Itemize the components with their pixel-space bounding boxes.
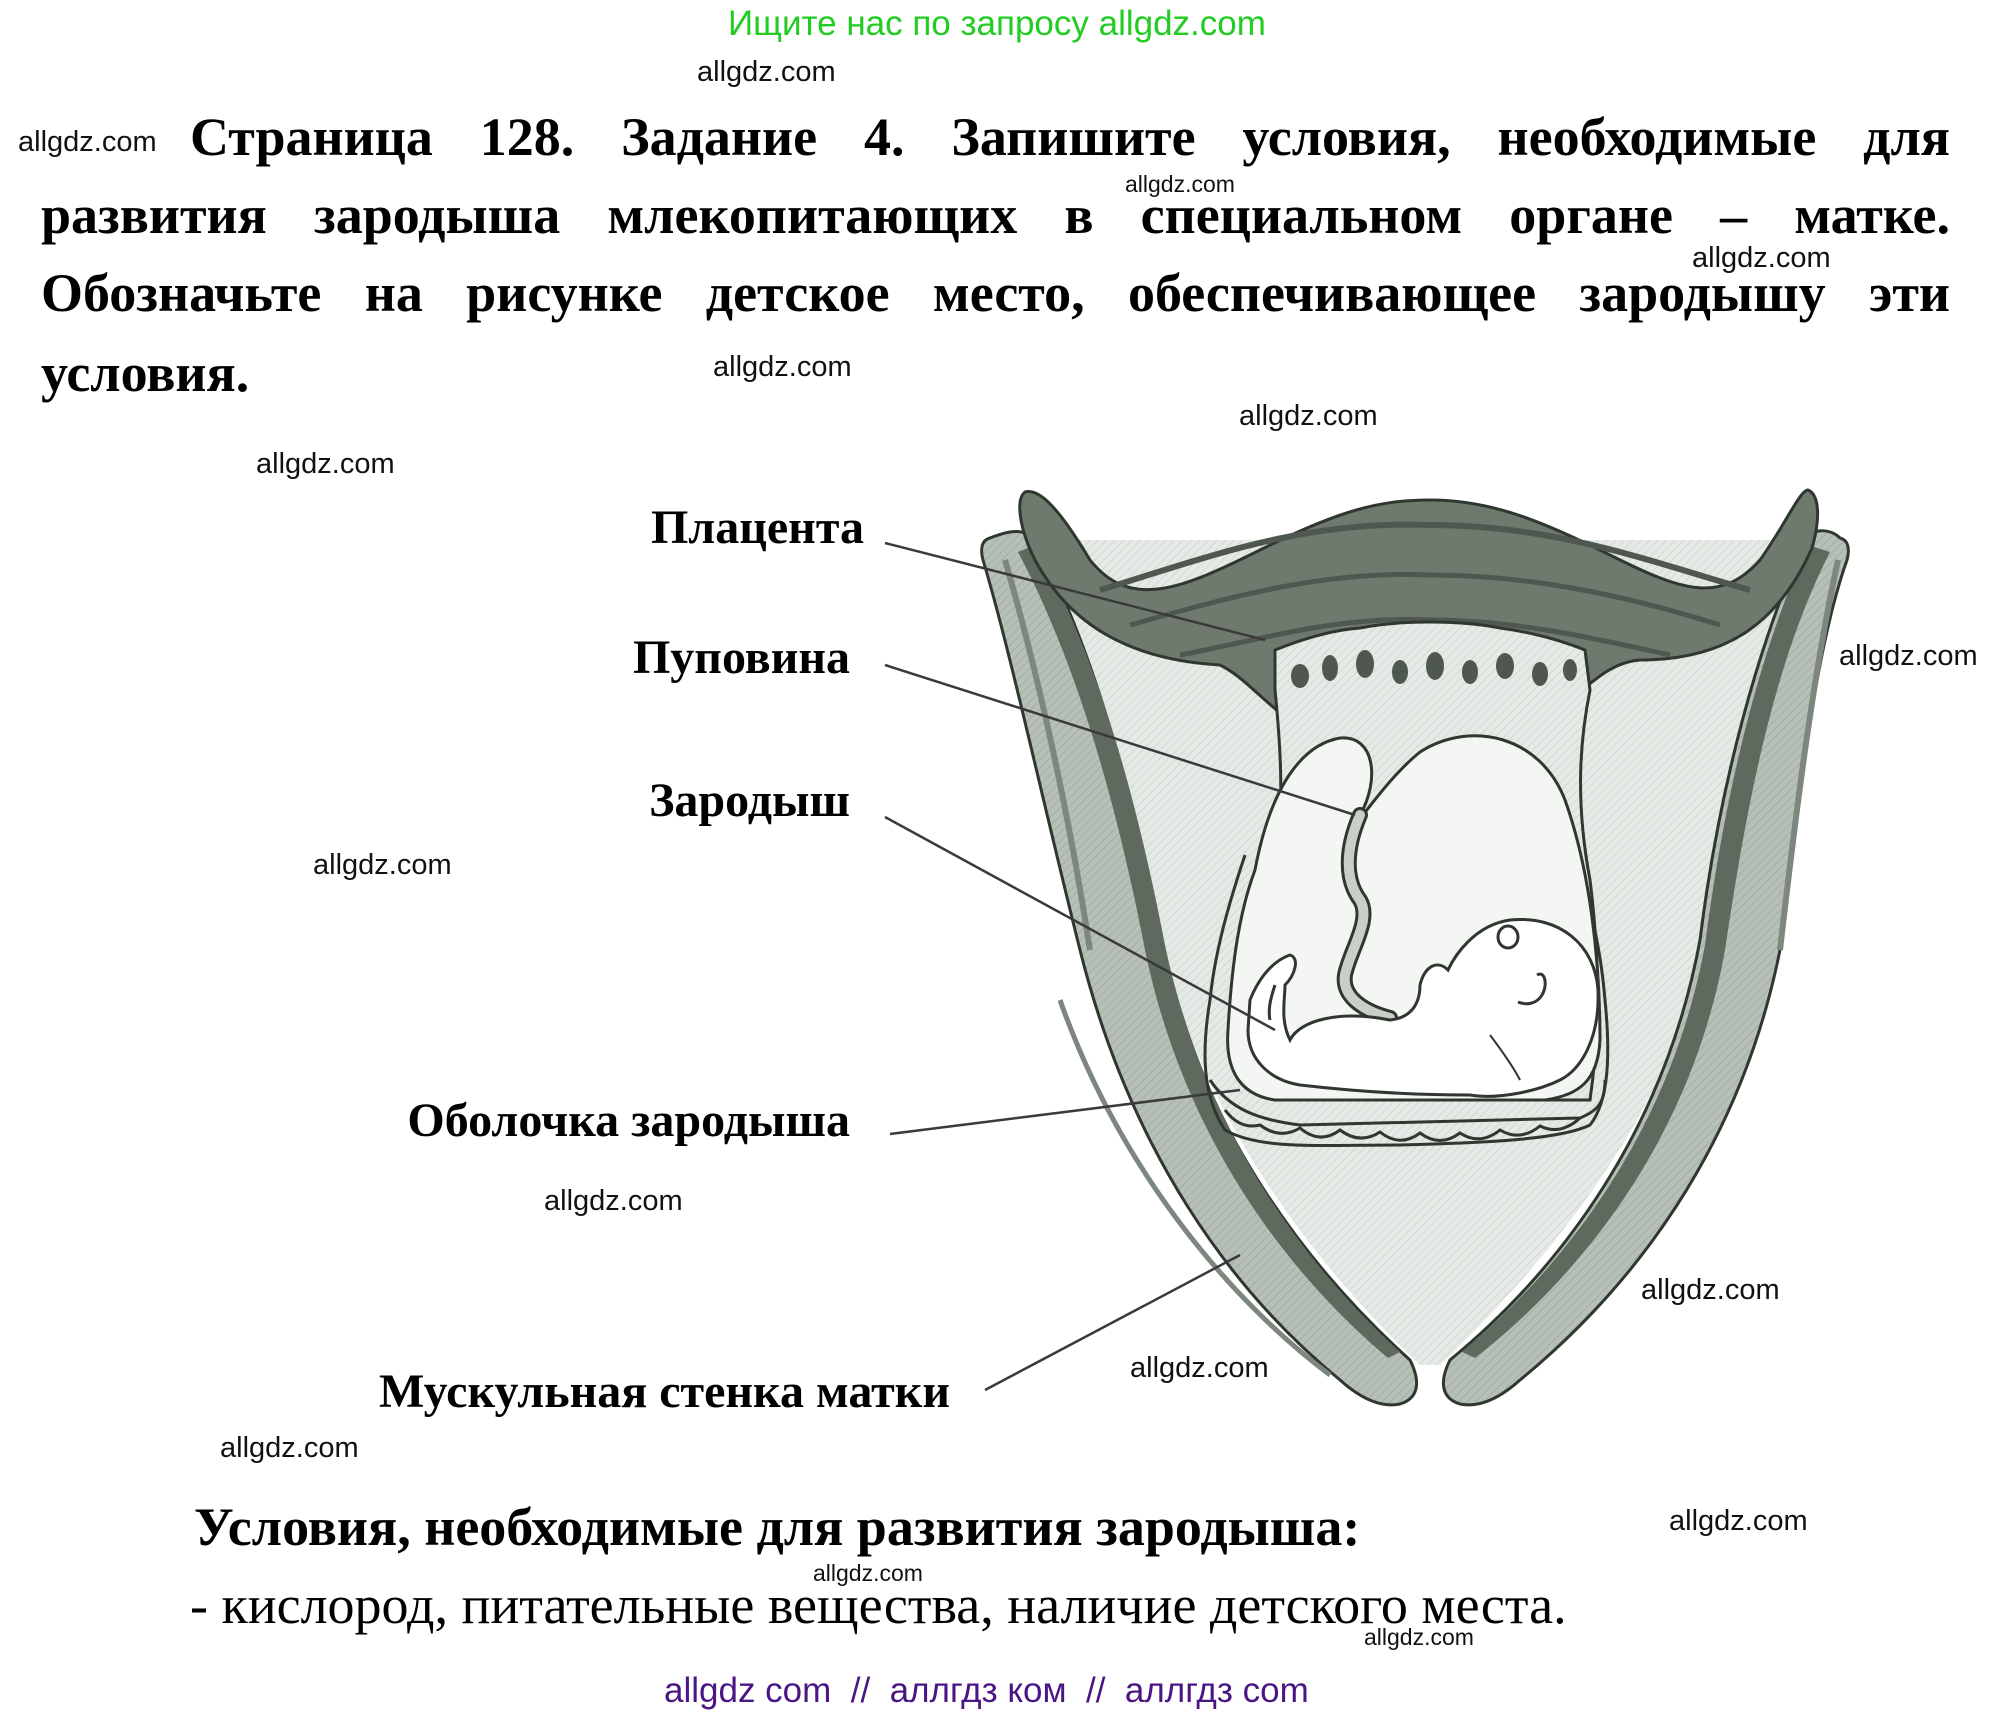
label-placenta: Плацента: [650, 501, 864, 554]
embryo: [1246, 917, 1600, 1098]
watermark: allgdz.com: [220, 1432, 359, 1464]
task-line-2: развития зародыша млекопитающих в специа…: [41, 185, 1950, 245]
watermark: allgdz.com: [313, 849, 452, 881]
answer-text: - кислород, питательные вещества, наличи…: [190, 1575, 1567, 1635]
watermark: allgdz.com: [1364, 1624, 1474, 1650]
answer-heading: Условия, необходимые для развития зароды…: [194, 1497, 1361, 1557]
watermark: allgdz.com: [1125, 171, 1235, 197]
watermark: allgdz.com: [713, 351, 852, 383]
label-embryo-membrane: Оболочка зародыша: [407, 1094, 850, 1147]
label-embryo: Зародыш: [649, 774, 850, 827]
leader-placenta: [884, 541, 1266, 642]
leader-membrane: [889, 1088, 1241, 1136]
watermark: allgdz.com: [1641, 1274, 1780, 1306]
task-line-1: Страница 128. Задание 4. Запишите услови…: [190, 107, 1950, 167]
uterine-cavity: [1030, 540, 1830, 1365]
embryo-membrane: [1203, 734, 1610, 1148]
watermark: allgdz.com: [1669, 1505, 1808, 1537]
task-line-3: Обозначьте на рисунке детское место, обе…: [41, 263, 1950, 323]
footer-links[interactable]: allgdz com // аллгдз ком // аллгдз com: [664, 1671, 1309, 1710]
watermark: allgdz.com: [697, 56, 836, 88]
leader-embryo: [884, 815, 1276, 1032]
left-muscle-wall: [980, 530, 1419, 1407]
label-uterine-muscle-wall: Мускульная стенка матки: [378, 1365, 950, 1418]
task-line-4: условия.: [41, 343, 250, 403]
leader-lines: [884, 541, 1356, 1392]
placenta: [1266, 620, 1599, 1102]
watermark: allgdz.com: [1239, 400, 1378, 432]
watermark: allgdz.com: [1839, 640, 1978, 672]
label-umbilical-cord: Пуповина: [632, 631, 850, 684]
umbilical-cord: [1336, 807, 1398, 1026]
uterine-fundus: [1018, 488, 1820, 757]
watermark: allgdz.com: [544, 1185, 683, 1217]
watermark: allgdz.com: [256, 448, 395, 480]
leader-umbilical-cord: [884, 663, 1356, 817]
watermark: allgdz.com: [18, 126, 157, 158]
watermark: allgdz.com: [813, 1560, 923, 1586]
watermark: allgdz.com: [1130, 1352, 1269, 1384]
watermark: allgdz.com: [1692, 242, 1831, 274]
search-hint-link[interactable]: Ищите нас по запросу allgdz.com: [728, 4, 1266, 43]
